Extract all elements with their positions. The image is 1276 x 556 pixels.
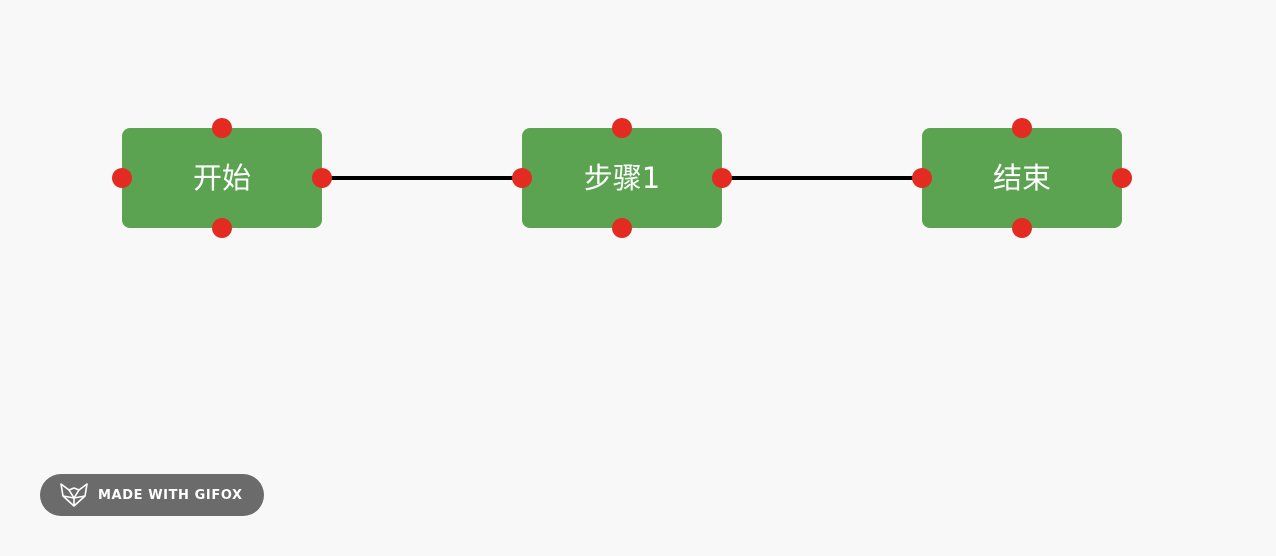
node-step1[interactable]: 步骤1	[512, 118, 732, 238]
fox-icon	[58, 481, 90, 509]
port-right[interactable]	[712, 168, 732, 188]
node-label: 结束	[992, 160, 1051, 195]
badge-text: MADE WITH GIFOX	[98, 487, 243, 503]
port-top[interactable]	[212, 118, 232, 138]
edge-start-to-step1[interactable]	[322, 176, 522, 180]
port-top[interactable]	[1012, 118, 1032, 138]
node-label: 开始	[192, 160, 251, 195]
node-end[interactable]: 结束	[912, 118, 1132, 238]
port-top[interactable]	[612, 118, 632, 138]
node-label: 步骤1	[583, 160, 661, 195]
port-right[interactable]	[1112, 168, 1132, 188]
port-bottom[interactable]	[1012, 218, 1032, 238]
port-bottom[interactable]	[212, 218, 232, 238]
port-right[interactable]	[312, 168, 332, 188]
gifox-badge: MADE WITH GIFOX	[40, 474, 264, 516]
node-start[interactable]: 开始	[112, 118, 332, 238]
edge-step1-to-end[interactable]	[722, 176, 922, 180]
port-left[interactable]	[512, 168, 532, 188]
port-left[interactable]	[912, 168, 932, 188]
port-left[interactable]	[112, 168, 132, 188]
port-bottom[interactable]	[612, 218, 632, 238]
